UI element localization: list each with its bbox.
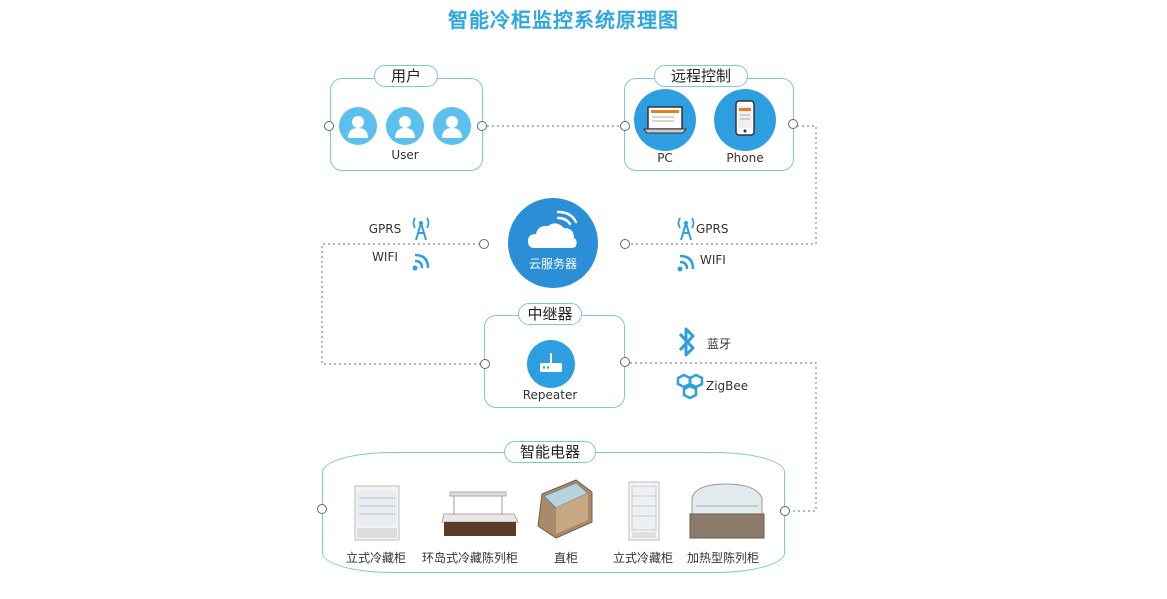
wifi-icon: [677, 254, 695, 272]
remote-right-node: [788, 119, 798, 129]
user-right-node: [477, 121, 487, 131]
gprs-antenna-icon: [412, 217, 430, 241]
heated-display-cabinet-image: [689, 483, 765, 539]
wifi-icon: [412, 253, 430, 271]
cloud-to-repeater-line: [321, 243, 481, 365]
user-avatar-icon: [433, 107, 471, 145]
gprs-antenna-icon: [677, 217, 695, 241]
phone-icon: [714, 89, 776, 151]
appliances-group-label: 智能电器: [504, 441, 596, 463]
cloud-left-node: [479, 239, 489, 249]
bluetooth-label: 蓝牙: [707, 337, 732, 351]
straight-cabinet-image: [537, 479, 593, 539]
right-gprs-label: GPRS: [696, 222, 729, 236]
remote-left-node: [620, 121, 630, 131]
cloud-right-node: [620, 239, 630, 249]
appliance-label: 立式冷藏柜: [345, 551, 406, 565]
pc-icon: [634, 89, 696, 151]
user-left-node: [324, 121, 334, 131]
island-display-chiller-image: [441, 491, 519, 536]
appliance-label: 加热型陈列柜: [686, 551, 759, 565]
upright-chiller-image: [354, 485, 400, 541]
user-avatar-icon: [339, 107, 377, 145]
appliance-label: 立式冷藏柜: [612, 551, 673, 565]
repeater-caption: Repeater: [522, 388, 578, 402]
repeater-to-appliances-line: [630, 362, 817, 512]
cloud-icon: [528, 210, 578, 248]
appliances-right-node: [780, 506, 790, 516]
zigbee-icon: [676, 373, 704, 400]
phone-caption: Phone: [726, 151, 764, 165]
user-avatar-icon: [386, 107, 424, 145]
user-caption: User: [391, 148, 419, 162]
diagram-title: 智能冷柜监控系统原理图: [448, 8, 679, 32]
remote-to-cloud-line: [630, 125, 817, 245]
appliances-left-node: [317, 504, 327, 514]
appliance-label: 直柜: [553, 551, 578, 565]
router-icon: [527, 340, 575, 388]
pc-caption: PC: [657, 151, 673, 165]
left-wifi-label: WIFI: [372, 250, 398, 264]
repeater-right-node: [620, 357, 630, 367]
bluetooth-icon: [678, 327, 695, 357]
repeater-left-node: [480, 359, 490, 369]
repeater-group-label: 中继器: [518, 303, 582, 325]
left-gprs-label: GPRS: [368, 222, 402, 236]
right-wifi-label: WIFI: [700, 253, 726, 267]
remote-control-label: 远程控制: [654, 65, 748, 87]
cloud-server: [508, 198, 598, 288]
zigbee-label: ZigBee: [706, 379, 749, 393]
user-group-label: 用户: [374, 65, 438, 87]
cloud-server-label: 云服务器: [528, 257, 577, 271]
appliance-label: 环岛式冷藏陈列柜: [421, 551, 518, 565]
upright-chiller-image: [628, 481, 660, 541]
